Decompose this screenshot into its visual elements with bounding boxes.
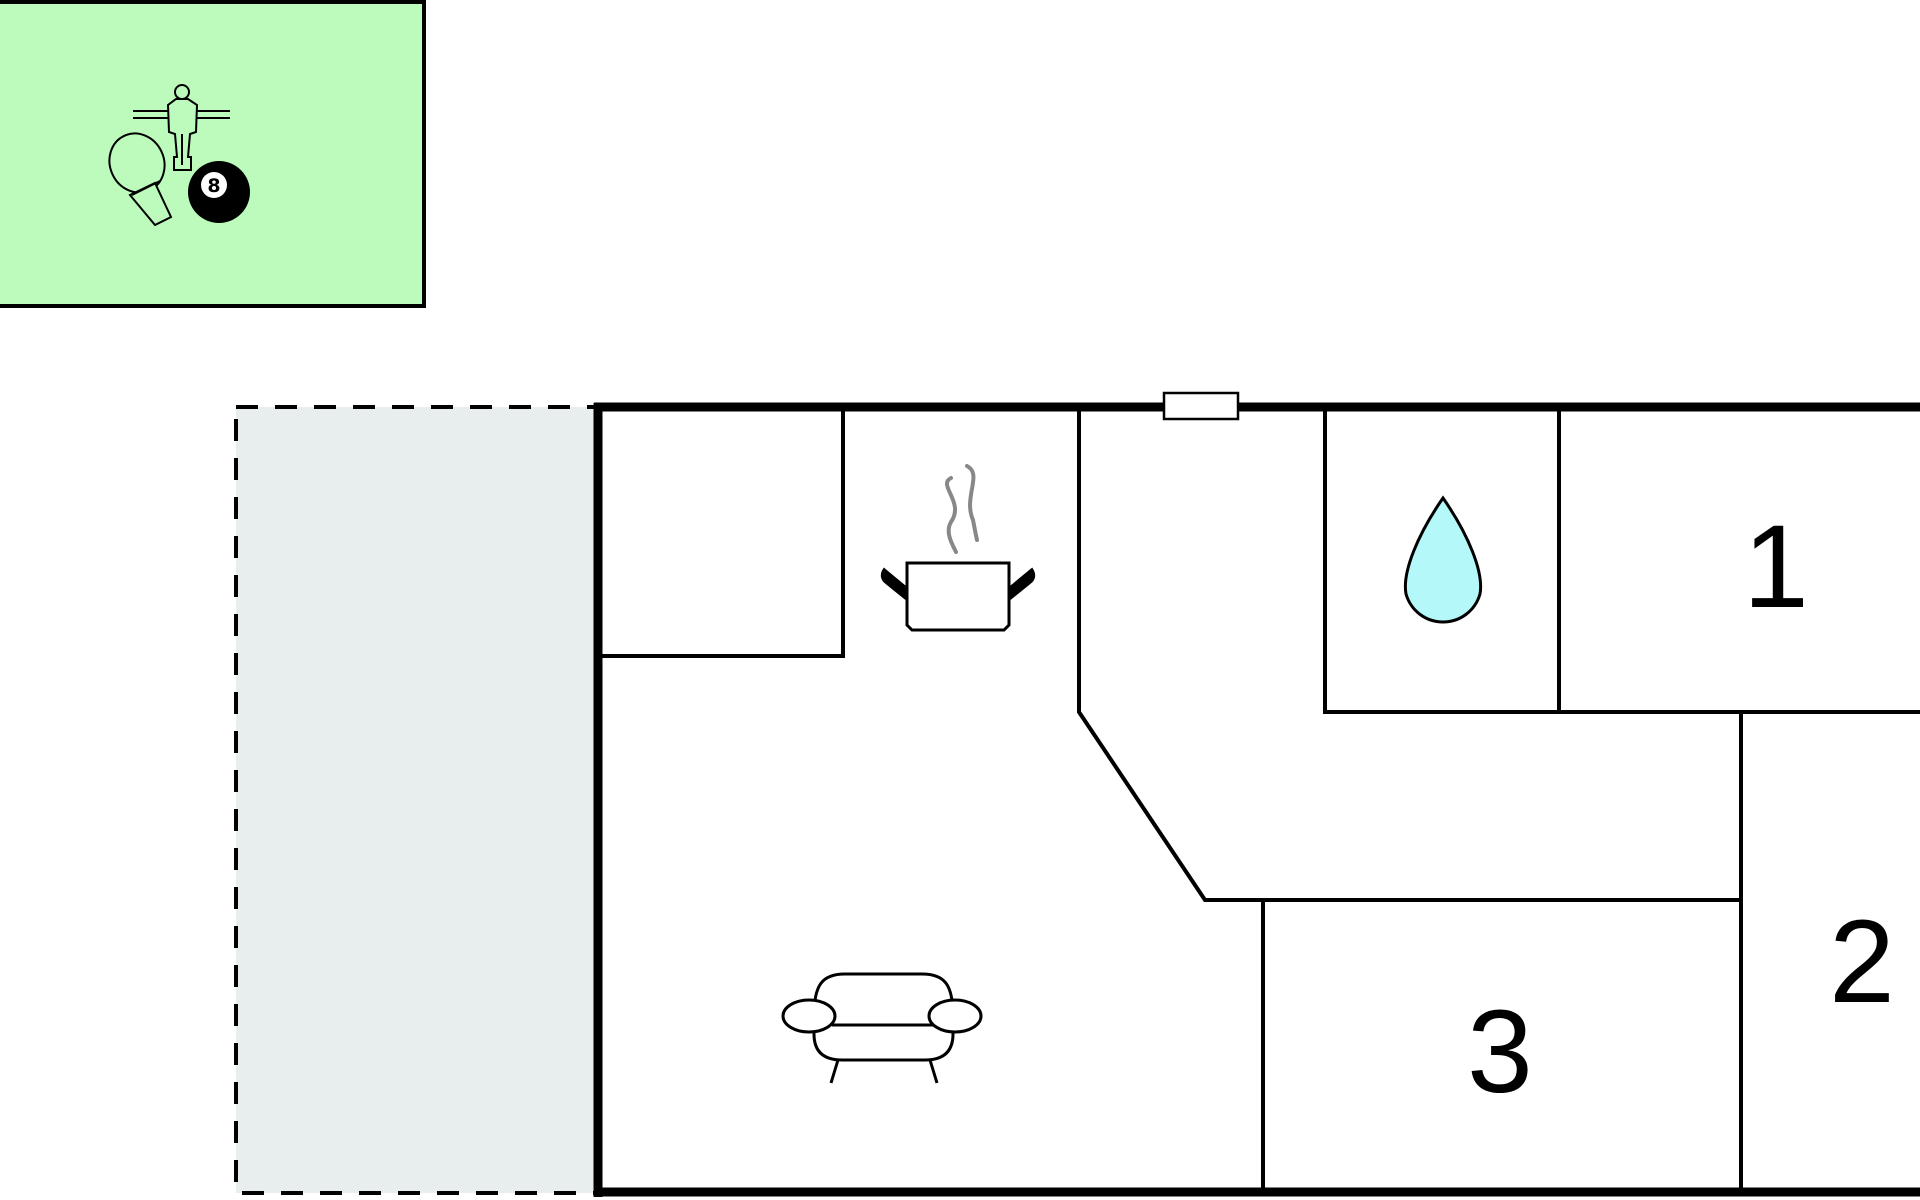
interior-walls [602, 411, 1920, 1188]
house-floor [598, 407, 1920, 1193]
bedroom-1-label: 1 [1743, 501, 1809, 633]
activity-room: 8 [0, 0, 426, 308]
bedroom-2-label: 2 [1829, 896, 1895, 1028]
water-drop-icon [1403, 495, 1483, 624]
billiard-ball-icon: 8 [188, 161, 250, 223]
sofa-icon [781, 972, 983, 1084]
window [1162, 391, 1240, 421]
bathroom-walls [1323, 411, 1920, 714]
terrace [234, 405, 600, 1195]
table-football-icon [133, 84, 230, 171]
cooking-pot-icon [880, 464, 1036, 632]
table-tennis-icon [108, 132, 173, 227]
storage-walls [602, 411, 845, 658]
activity-room-area [0, 0, 426, 308]
kitchen-hall-wall [1077, 411, 1741, 902]
billiard-ball-number: 8 [207, 175, 220, 197]
bedroom-3-label: 3 [1467, 986, 1533, 1118]
outer-walls [593, 402, 1920, 1197]
